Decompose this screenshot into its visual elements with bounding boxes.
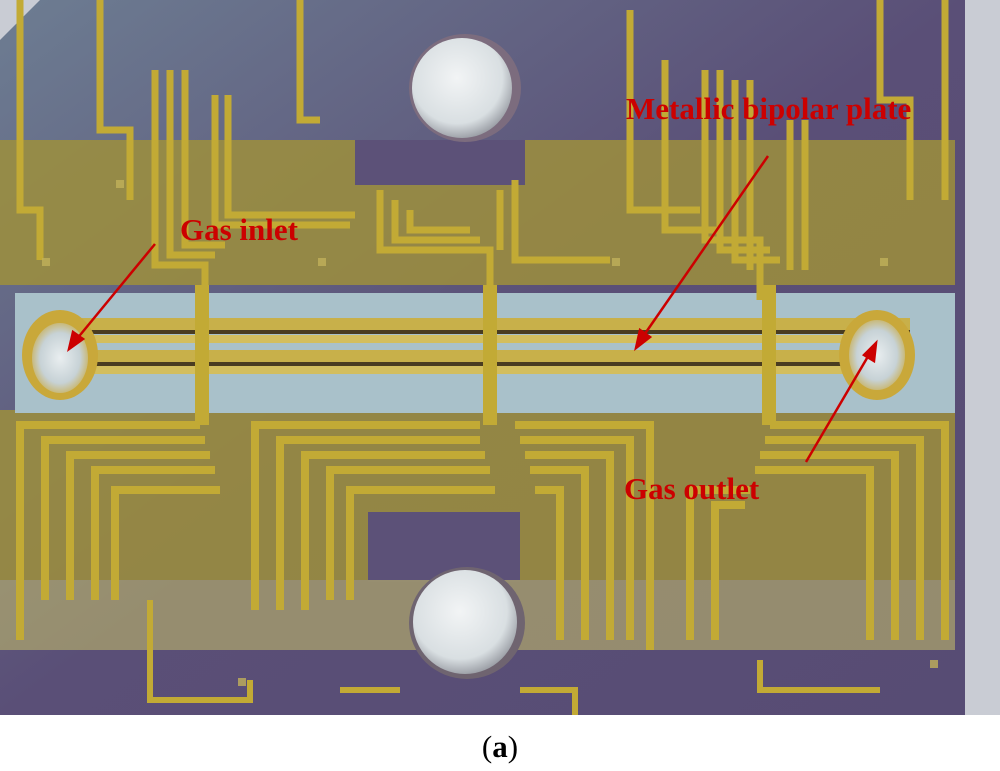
figure-caption: (a) xyxy=(0,731,1000,762)
annotation-arrows xyxy=(67,155,878,463)
circuit-plate-photo xyxy=(0,0,1000,715)
caption-open-paren: ( xyxy=(481,729,493,764)
gas-inlet-label: Gas inlet xyxy=(180,212,298,247)
caption-close-paren: ) xyxy=(507,729,519,764)
gas-outlet-label: Gas outlet xyxy=(624,471,760,506)
metallic-bipolar-plate-label: Metallic bipolar plate xyxy=(626,91,912,126)
caption-letter: a xyxy=(492,729,508,764)
